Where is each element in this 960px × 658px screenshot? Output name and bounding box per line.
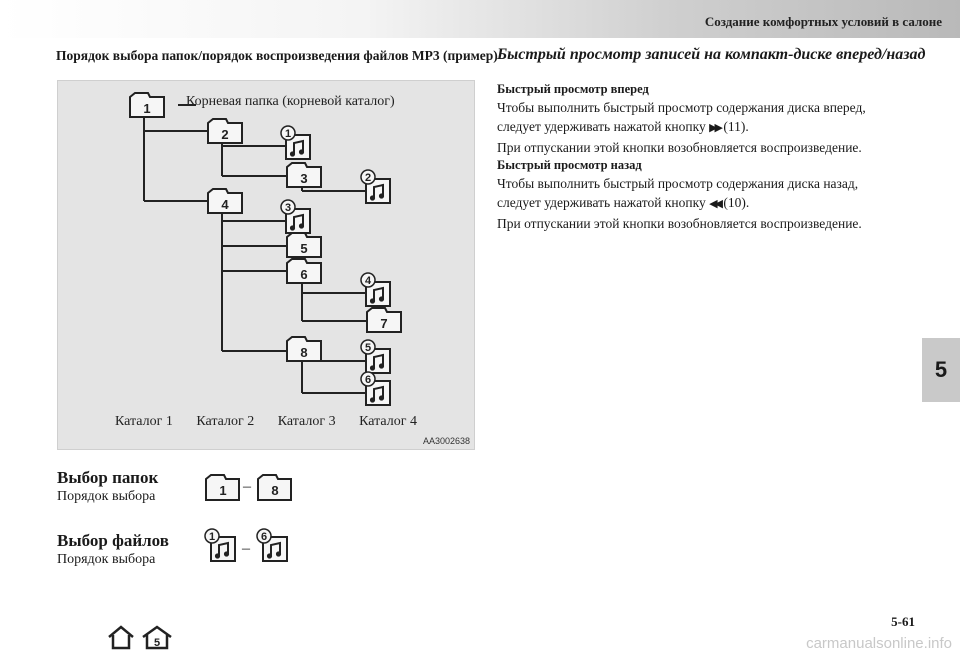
- folder-tree-diagram: 1 2 3 4 5 6 1 2 3 4 5 6 7 8 Корневая пап…: [57, 80, 475, 450]
- folder-select-subtitle: Порядок выбора: [57, 489, 156, 504]
- footer-badge: 5: [154, 637, 160, 649]
- forward-line-3: При отпускании этой кнопки возобновляетс…: [497, 140, 862, 155]
- file-num-2: 2: [365, 172, 371, 184]
- folder-num-6: 6: [300, 267, 307, 282]
- file-num-1: 1: [285, 128, 291, 140]
- watermark: carmanualsonline.info: [806, 635, 952, 652]
- folder-range-from: 1: [219, 483, 226, 498]
- rewind-icon: ◀◀: [709, 198, 723, 210]
- folder-num-3: 3: [300, 171, 307, 186]
- page-number: 5-61: [891, 614, 915, 629]
- fast-forward-icon: ▶▶: [709, 122, 723, 134]
- backward-line-1: Чтобы выполнить быстрый просмотр содержа…: [497, 176, 859, 191]
- backward-text: Чтобы выполнить быстрый просмотр содержа…: [497, 174, 917, 233]
- catalog-label-3: Каталог 3: [277, 414, 336, 429]
- catalog-labels: Каталог 1 Каталог 2 Каталог 3 Каталог 4: [115, 414, 437, 430]
- right-heading: Быстрый просмотр записей на компакт-диск…: [497, 46, 926, 63]
- forward-title: Быстрый просмотр вперед: [497, 82, 649, 96]
- diagram-code: AA3002638: [422, 436, 470, 446]
- file-range-to: 6: [261, 531, 267, 543]
- footer-nav-icons: 5: [108, 625, 172, 650]
- file-num-4: 4: [365, 275, 372, 287]
- folder-range-from-icon: 1: [205, 474, 240, 501]
- folder-num-1: 1: [143, 101, 150, 116]
- tree-svg: 1 2 3 4 5 6 1 2 3 4 5 6 7 8: [129, 92, 402, 406]
- chapter-tab: 5: [922, 338, 960, 402]
- chapter-home-icon[interactable]: 5: [142, 625, 172, 650]
- forward-text: Чтобы выполнить быстрый просмотр содержа…: [497, 98, 917, 157]
- header-band: [0, 0, 960, 38]
- folder-num-8: 8: [300, 345, 307, 360]
- forward-line-2: следует удерживать нажатой кнопку ▶▶ (11…: [497, 119, 749, 134]
- file-selection: Выбор файлов Порядок выбора: [57, 531, 169, 568]
- file-num-5: 5: [365, 342, 371, 354]
- folder-select-title: Выбор папок: [57, 468, 159, 487]
- file-num-3: 3: [285, 202, 291, 214]
- catalog-label-4: Каталог 4: [359, 414, 417, 429]
- forward-line-1: Чтобы выполнить быстрый просмотр содержа…: [497, 100, 866, 115]
- folder-range-to-icon: 8: [257, 474, 292, 501]
- folder-num-5: 5: [300, 241, 307, 256]
- catalog-label-1: Каталог 1: [115, 414, 173, 429]
- file-select-title: Выбор файлов: [57, 531, 169, 550]
- folder-num-2: 2: [221, 127, 228, 142]
- file-range-from-icon: 1: [204, 528, 236, 562]
- file-range-to-icon: 6: [256, 528, 288, 562]
- left-heading: Порядок выбора папок/порядок воспроизвед…: [56, 48, 498, 63]
- file-range-from: 1: [209, 531, 215, 543]
- folder-range-dash: –: [243, 478, 251, 495]
- file-select-subtitle: Порядок выбора: [57, 552, 156, 567]
- backward-line-2: следует удерживать нажатой кнопку ◀◀ (10…: [497, 195, 750, 210]
- home-icon[interactable]: [108, 625, 134, 650]
- root-folder-label: Корневая папка (корневой каталог): [186, 94, 395, 109]
- backward-title: Быстрый просмотр назад: [497, 158, 642, 172]
- folder-range-to: 8: [271, 483, 278, 498]
- folder-num-4: 4: [221, 197, 229, 212]
- section-title: Создание комфортных условий в салоне: [704, 14, 942, 29]
- backward-line-3: При отпускании этой кнопки возобновляетс…: [497, 216, 862, 231]
- folder-num-7: 7: [380, 316, 387, 331]
- file-range-dash: –: [242, 540, 250, 557]
- folder-selection: Выбор папок Порядок выбора: [57, 468, 158, 505]
- file-num-6: 6: [365, 374, 371, 386]
- catalog-label-2: Каталог 2: [196, 414, 255, 429]
